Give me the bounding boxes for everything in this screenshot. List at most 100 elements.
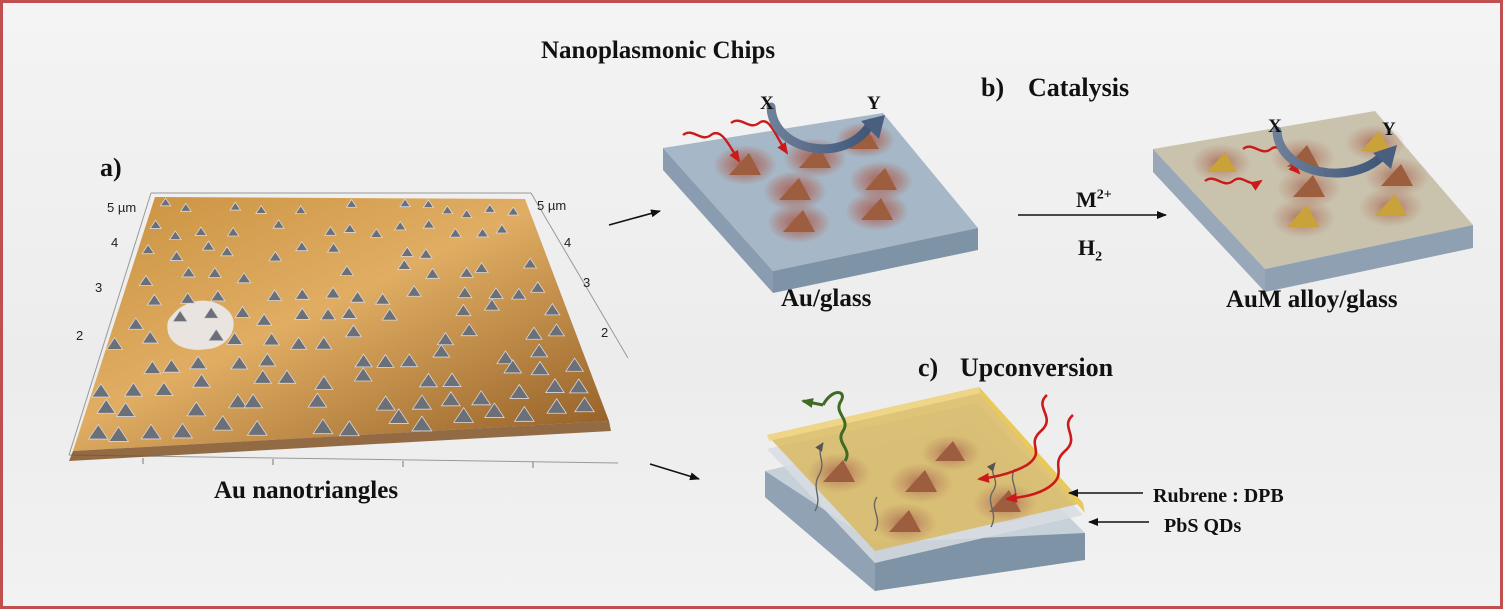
afm-bump bbox=[314, 336, 333, 350]
afm-bump bbox=[418, 372, 439, 388]
afm-bump bbox=[376, 353, 395, 368]
afm-bump bbox=[513, 405, 535, 422]
afm-bump bbox=[340, 306, 358, 319]
afm-bump bbox=[457, 286, 473, 299]
figure-title: Nanoplasmonic Chips bbox=[541, 37, 776, 64]
afm-bump bbox=[509, 383, 530, 399]
afm-bump bbox=[246, 419, 268, 436]
afm-bump bbox=[565, 357, 585, 372]
afm-bump bbox=[255, 313, 273, 326]
afm-bump bbox=[375, 395, 396, 411]
hydrogen-symbol: H bbox=[1078, 235, 1096, 260]
afm-bump bbox=[344, 324, 363, 338]
afm-bump bbox=[272, 219, 285, 229]
afm-bump bbox=[369, 228, 383, 238]
afm-bump bbox=[225, 331, 244, 345]
afm-bump bbox=[441, 205, 454, 215]
afm-bump bbox=[397, 259, 412, 270]
afm-bump bbox=[544, 302, 561, 316]
product-y-label-left: Y bbox=[867, 93, 881, 114]
afm-bump bbox=[207, 266, 223, 278]
au-nanotriangles-caption: Au nanotriangles bbox=[214, 477, 399, 504]
afm-bump bbox=[201, 240, 216, 251]
afm-bump bbox=[544, 378, 565, 393]
afm-bump bbox=[496, 350, 515, 365]
afm-bump bbox=[339, 265, 355, 277]
afm-bump bbox=[186, 401, 207, 417]
afm-bump bbox=[530, 343, 549, 358]
afm-bump bbox=[510, 287, 527, 300]
afm-bump bbox=[530, 281, 546, 293]
afm-bump bbox=[483, 298, 500, 311]
afm-bump bbox=[138, 274, 154, 286]
afm-bump bbox=[525, 326, 543, 340]
afm-bump bbox=[96, 398, 117, 414]
rubrene-dpb-label: Rubrene : DPB bbox=[1153, 485, 1284, 507]
afm-bump bbox=[471, 389, 492, 406]
afm-bump bbox=[141, 330, 159, 344]
afm-bump bbox=[460, 208, 473, 219]
afm-bump bbox=[169, 250, 184, 261]
metal-ion-charge: 2+ bbox=[1096, 187, 1112, 203]
afm-bump bbox=[568, 378, 589, 394]
afm-bump bbox=[503, 359, 523, 374]
afm-bump bbox=[171, 309, 189, 323]
afm-bump bbox=[381, 308, 399, 321]
afm-bump bbox=[179, 202, 192, 212]
afm-bump bbox=[453, 406, 475, 423]
green-emission-path bbox=[821, 391, 849, 462]
afm-bump bbox=[262, 332, 281, 346]
afm-bump bbox=[574, 396, 595, 413]
afm-bump bbox=[425, 267, 440, 279]
afm-bump bbox=[154, 381, 174, 396]
afm-bump bbox=[234, 305, 251, 318]
afm-bump bbox=[172, 422, 194, 439]
afm-bump bbox=[338, 420, 360, 437]
afm-bump bbox=[349, 290, 366, 303]
panel-b-letter: b) bbox=[981, 73, 1005, 102]
afm-bump bbox=[123, 382, 144, 397]
afm-bump bbox=[149, 219, 162, 229]
arrow-to-catalysis-chip bbox=[608, 209, 661, 226]
panel-c-letter: c) bbox=[918, 353, 939, 382]
afm-right-tick-2: 2 bbox=[601, 325, 609, 340]
afm-bump bbox=[442, 372, 462, 387]
afm-bump bbox=[189, 355, 208, 370]
afm-bump bbox=[326, 242, 341, 253]
afm-bump bbox=[294, 205, 307, 215]
afm-bump bbox=[325, 286, 341, 299]
afm-bump bbox=[400, 246, 415, 257]
afm-bump bbox=[268, 250, 283, 262]
afm-image bbox=[68, 192, 629, 468]
upconversion-stack bbox=[765, 387, 1149, 591]
afm-bump bbox=[236, 272, 252, 284]
afm-bump bbox=[115, 401, 136, 417]
afm-bump bbox=[203, 306, 220, 319]
afm-bump bbox=[289, 336, 308, 350]
afm-left-tick-5: 5 µm bbox=[107, 200, 137, 215]
figure-canvas bbox=[68, 102, 1473, 591]
afm-bump bbox=[191, 373, 211, 388]
afm-bump bbox=[432, 343, 451, 358]
afm-bump bbox=[418, 248, 433, 259]
afm-bump bbox=[507, 206, 520, 216]
afm-bump bbox=[406, 284, 422, 297]
metal-ion-label: M2+ bbox=[1076, 187, 1112, 213]
afm-bump bbox=[374, 292, 391, 305]
afm-bump bbox=[546, 398, 568, 414]
afm-bump bbox=[227, 393, 248, 409]
afm-bump bbox=[495, 223, 509, 234]
upconversion-label: Upconversion bbox=[960, 353, 1114, 382]
afm-bump bbox=[440, 390, 462, 407]
afm-bump bbox=[460, 323, 478, 337]
afm-bump bbox=[483, 203, 496, 213]
aum-alloy-glass-caption: AuM alloy/glass bbox=[1226, 286, 1398, 313]
afm-bump bbox=[255, 204, 268, 214]
afm-bump bbox=[319, 307, 337, 321]
afm-bump bbox=[194, 226, 208, 236]
arrow-to-upconversion-chip bbox=[649, 463, 700, 481]
afm-bump bbox=[277, 369, 297, 384]
au-glass-caption: Au/glass bbox=[781, 285, 872, 312]
afm-bump bbox=[399, 353, 419, 368]
